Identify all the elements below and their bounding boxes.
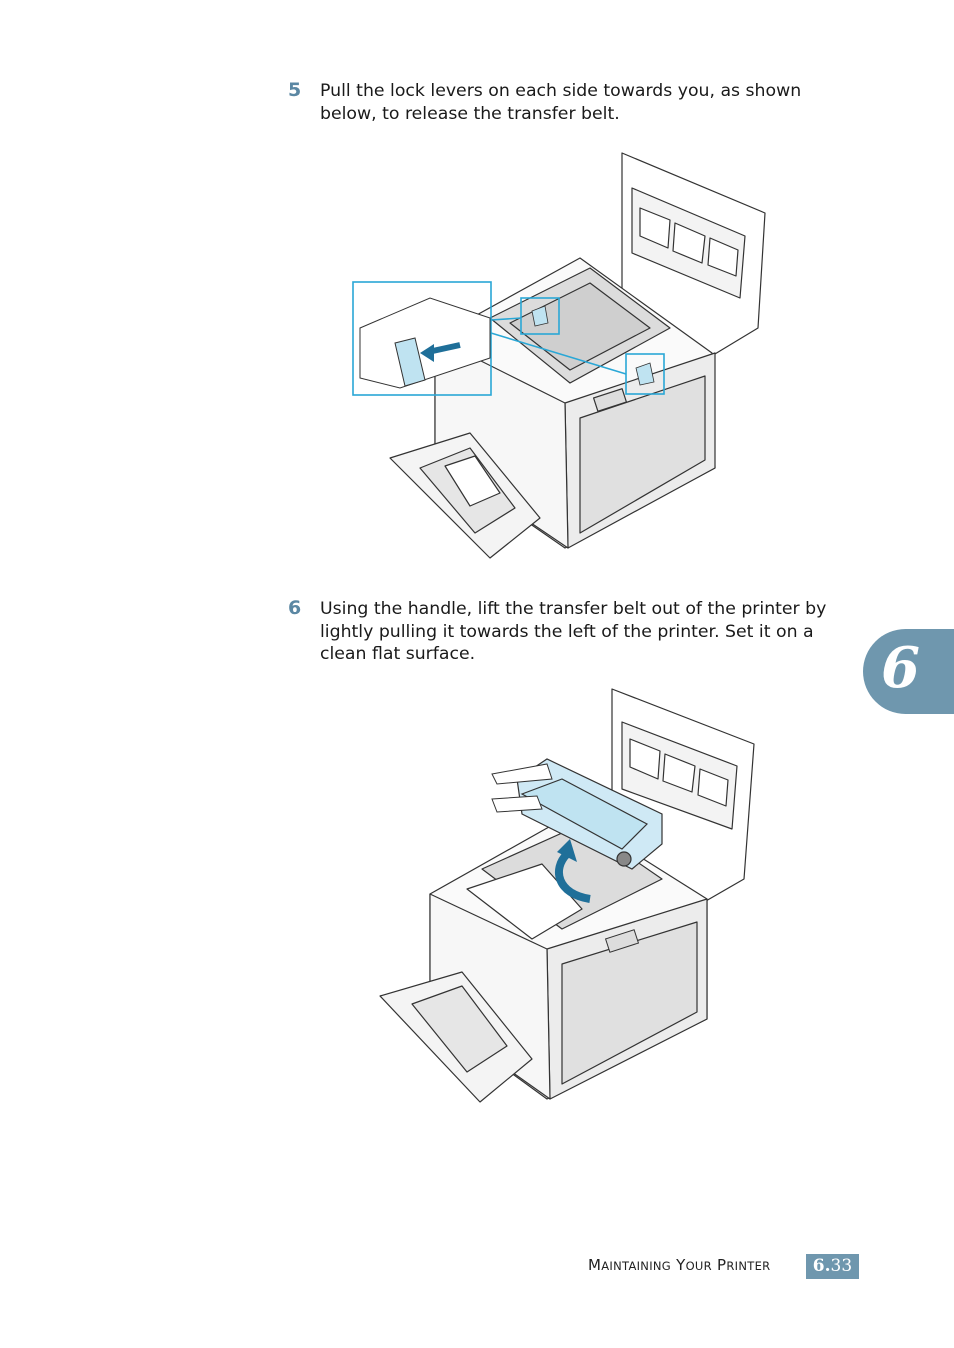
footer-section-title: MAINTAINING YOUR PRINTER [588, 1256, 771, 1274]
step-text: Pull the lock levers on each side toward… [320, 81, 802, 124]
step-number: 5 [288, 79, 302, 101]
chapter-number: 6 [881, 635, 920, 701]
step-text: Using the handle, lift the transfer belt… [320, 599, 827, 665]
chapter-tab: 6 [863, 629, 954, 714]
step-number: 6 [288, 597, 302, 619]
page-number: 6.33 [806, 1254, 859, 1279]
figure-release-lock-levers [352, 152, 766, 559]
figure-lift-transfer-belt [379, 688, 755, 1103]
